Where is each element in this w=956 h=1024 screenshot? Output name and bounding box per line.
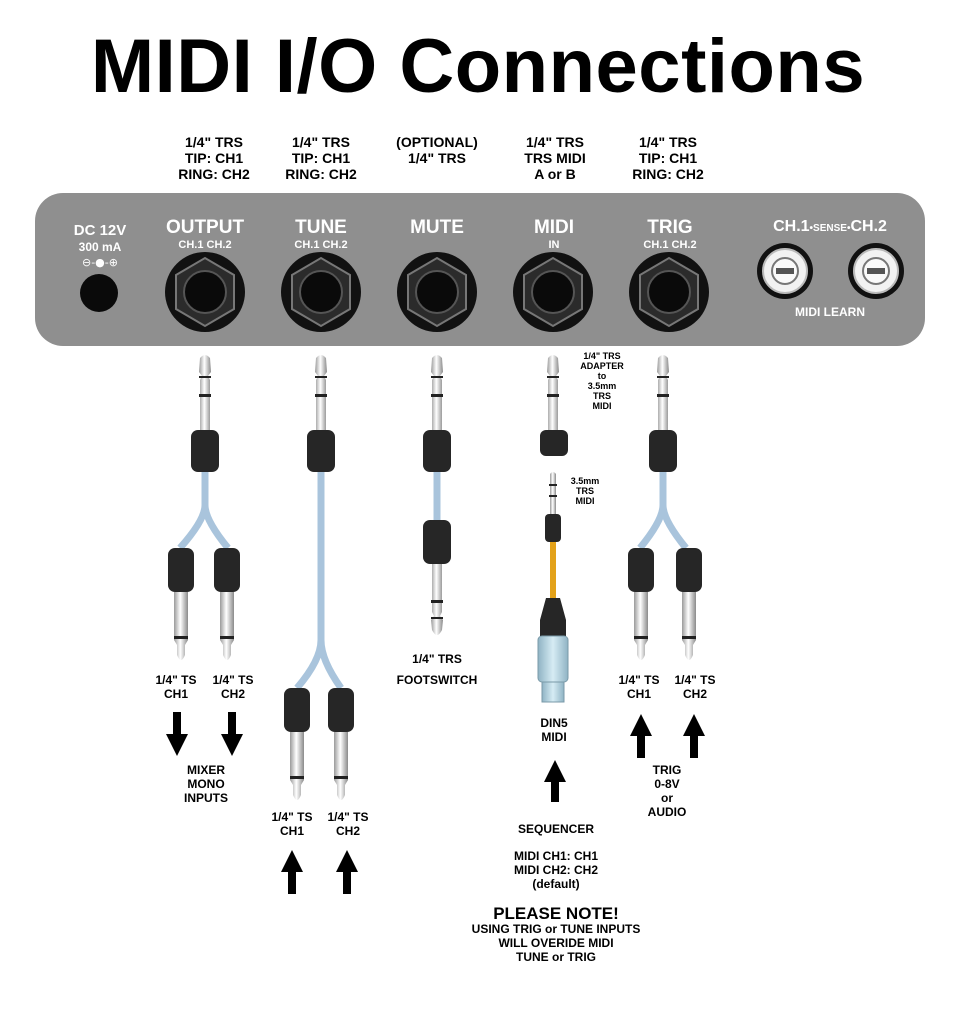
trig-ch2-arrow-up-icon — [683, 714, 705, 758]
mute-trs-cable — [423, 355, 451, 635]
mute-jack-label: MUTE — [410, 217, 464, 238]
sense-ch2-trimmer-icon[interactable] — [848, 243, 904, 299]
trig-jack-sub: CH.1 CH.2 — [643, 239, 697, 251]
trig-y-cable — [628, 355, 702, 660]
page-title: MIDI I/O Connections — [90, 24, 866, 109]
output-ch2-arrow-down-icon — [221, 712, 243, 756]
sense-label: CH.1•SENSE•CH.2 — [773, 218, 887, 235]
midi-learn-label: MIDI LEARN — [795, 305, 865, 319]
output-ch1-arrow-down-icon — [166, 712, 188, 756]
dc-jack-icon: ⊖-●-⊕ — [80, 256, 118, 312]
sense-ch1-trimmer-icon[interactable] — [757, 243, 813, 299]
mute-type-label: 1/4" TRS — [412, 652, 462, 666]
midi-in-jack-icon[interactable] — [512, 251, 594, 333]
trig-jack-icon[interactable] — [628, 251, 710, 333]
midi-jack-sub: IN — [548, 239, 560, 251]
mute-jack-icon[interactable] — [396, 251, 478, 333]
output-jack-sub: CH.1 CH.2 — [178, 239, 232, 251]
output-jack-icon[interactable] — [164, 251, 246, 333]
midi-jack-label: MIDI — [533, 217, 575, 238]
tune-jack-sub: CH.1 CH.2 — [294, 239, 348, 251]
tune-ch2-arrow-up-icon — [336, 850, 358, 894]
footswitch-label: FOOTSWITCH — [396, 673, 478, 687]
output-y-cable — [168, 355, 240, 660]
tune-y-cable — [284, 355, 354, 800]
trig-jack-label: TRIG — [647, 217, 693, 238]
tune-ch1-arrow-up-icon — [281, 850, 303, 894]
output-jack-label: OUTPUT — [165, 217, 245, 238]
midi-arrow-up-icon — [544, 760, 566, 802]
sequencer-label: SEQUENCER — [517, 822, 594, 836]
tune-jack-label: TUNE — [295, 217, 347, 238]
note-heading: PLEASE NOTE! — [493, 904, 619, 923]
midi-adapter-cable — [537, 355, 569, 703]
svg-text:⊖-●-⊕: ⊖-●-⊕ — [82, 256, 118, 269]
mute-spec: (OPTIONAL)1/4" TRS — [396, 134, 478, 166]
tune-jack-icon[interactable] — [280, 251, 362, 333]
trig-ch1-arrow-up-icon — [630, 714, 652, 758]
dc-power-label: DC 12V 300 mA — [73, 222, 127, 254]
